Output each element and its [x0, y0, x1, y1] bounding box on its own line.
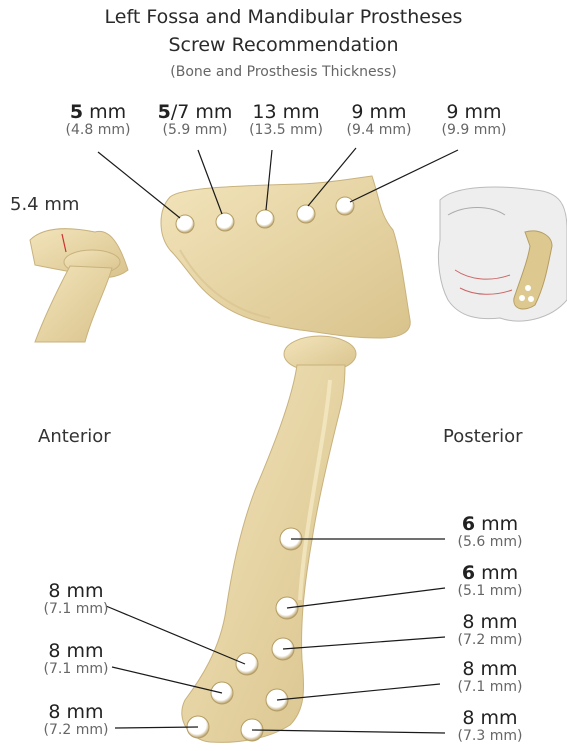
- mandible-left-label-1: 8 mm (7.1 mm): [26, 582, 126, 617]
- mandible-right-label-3: 8 mm (7.2 mm): [440, 613, 540, 648]
- anterior-label: Anterior: [38, 426, 111, 447]
- mandible-left-label-3: 8 mm (7.2 mm): [26, 703, 126, 738]
- fossa-screw-label-3: 13 mm (13.5 mm): [236, 103, 336, 138]
- mandible-right-label-4: 8 mm (7.1 mm): [440, 660, 540, 695]
- fossa-hole-4: [297, 205, 315, 223]
- fossa-screw-label-2: 5/7 mm (5.9 mm): [145, 103, 245, 138]
- fossa-screw-label-4: 9 mm (9.4 mm): [329, 103, 429, 138]
- fossa-prosthesis: [161, 176, 410, 338]
- fossa-screw-label-5: 9 mm (9.9 mm): [424, 103, 524, 138]
- fossa-hole-5: [336, 197, 354, 215]
- mandible-right-label-1: 6 mm (5.6 mm): [440, 515, 540, 550]
- mand-hole-4: [236, 653, 258, 675]
- fossa-screw-label-1: 5 mm (4.8 mm): [48, 103, 148, 138]
- mandible-left-label-2: 8 mm (7.1 mm): [26, 642, 126, 677]
- mandibular-prosthesis: [182, 365, 345, 742]
- mandible-right-label-2: 6 mm (5.1 mm): [440, 564, 540, 599]
- posterior-label: Posterior: [443, 426, 523, 447]
- skull-thumbnail: [438, 187, 567, 321]
- fossa-hole-2: [216, 213, 234, 231]
- fossa-hole-3: [256, 210, 274, 228]
- detail-thickness-label: 5.4 mm: [10, 194, 79, 215]
- mandible-right-label-5: 8 mm (7.3 mm): [440, 709, 540, 744]
